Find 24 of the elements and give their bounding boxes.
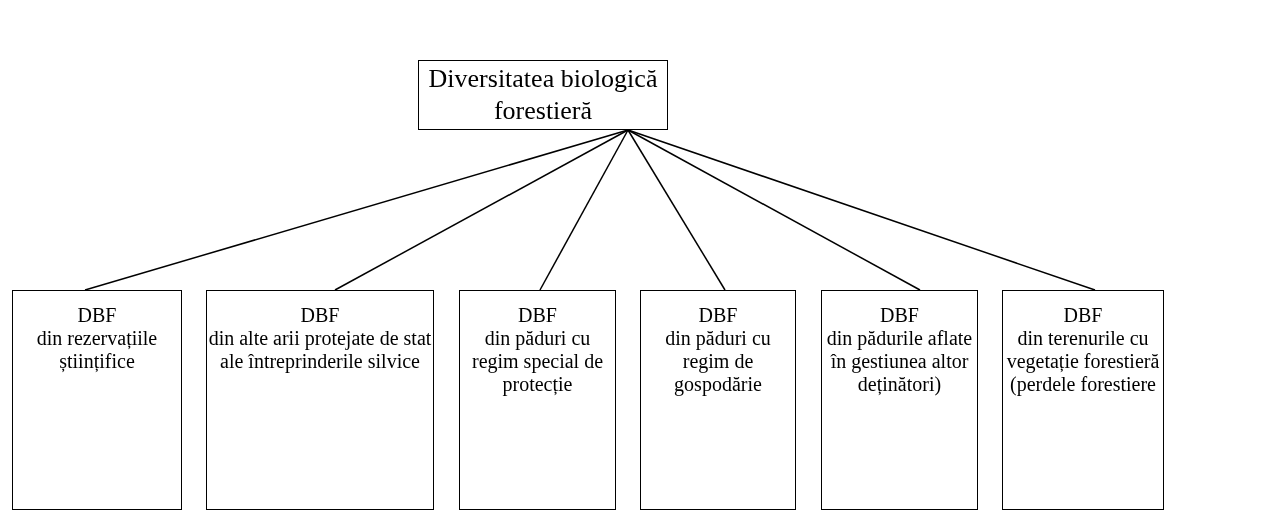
- box-heading: DBF: [76, 304, 118, 327]
- box-text: din terenurile cu vegetație forestieră (perdele forestiere: [1005, 327, 1161, 396]
- category-box: [206, 290, 434, 510]
- category-box: [1002, 290, 1164, 510]
- connector-line: [334, 129, 629, 291]
- category-box: [12, 290, 182, 510]
- box-text: din păduri cu regim special de protecție: [470, 327, 605, 396]
- root-box: [418, 60, 668, 130]
- box-heading: DBF: [1062, 304, 1104, 327]
- category-box: [640, 290, 796, 510]
- connector-line: [539, 129, 629, 291]
- box-text: Diversitatea biologică forestieră: [427, 63, 659, 127]
- box-text: din păduri cu regim de gospodărie: [664, 327, 772, 396]
- category-box: [821, 290, 978, 510]
- box-heading: DBF: [697, 304, 739, 327]
- box-text: din alte arii protejate de stat ale întreprinderile silvice: [207, 327, 433, 373]
- box-heading: DBF: [879, 304, 920, 327]
- connector-line: [627, 129, 726, 291]
- box-text: din pădurile aflate în gestiunea altor deținători): [825, 327, 974, 396]
- connector-line: [627, 129, 921, 291]
- box-heading: DBF: [517, 304, 558, 327]
- box-heading: DBF: [299, 304, 341, 327]
- box-text: din rezervațiile științifice: [35, 327, 159, 373]
- category-box: [459, 290, 616, 510]
